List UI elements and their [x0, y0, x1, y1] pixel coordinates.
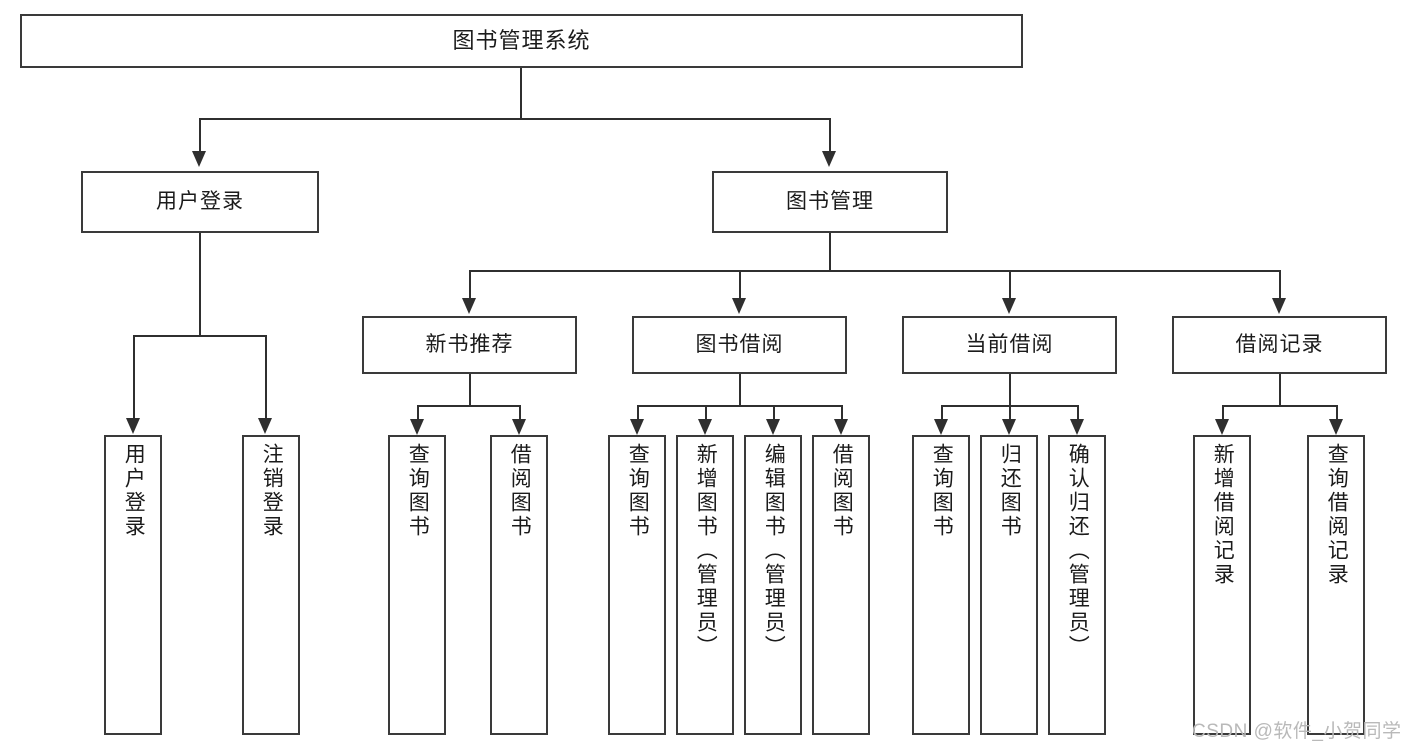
connector-user-login-to-leaf-2 — [265, 335, 267, 418]
arrowhead-root-to-book-mgmt — [822, 151, 836, 167]
connector-current-borrow-to-leaf-2 — [1009, 405, 1011, 421]
connector-user-login-to-leaf-1 — [133, 335, 135, 418]
node-label: 图书管理 — [786, 189, 874, 213]
leaf-label: 确认归还（管理员） — [1066, 443, 1090, 659]
connector-borrow-record-to-leaf-2 — [1336, 405, 1338, 421]
connector-current-borrow-stem — [1009, 374, 1011, 405]
arrowhead-book-mgmt-current — [1002, 298, 1016, 314]
leaf-user-login-login[interactable]: 用户登录 — [104, 435, 162, 735]
leaf-current-borrow-query-books[interactable]: 查询图书 — [912, 435, 970, 735]
connector-root-to-book-mgmt — [829, 118, 831, 151]
leaf-current-borrow-return-books[interactable]: 归还图书 — [980, 435, 1038, 735]
leaf-label: 编辑图书（管理员） — [762, 443, 786, 659]
connector-new-book-stem — [469, 374, 471, 405]
arrowhead-book-borrow-leaf-4 — [834, 419, 848, 435]
leaf-label: 新增图书（管理员） — [694, 443, 718, 659]
connector-root-bus — [199, 118, 831, 120]
leaf-borrow-record-add-record[interactable]: 新增借阅记录 — [1193, 435, 1251, 735]
connector-user-login-bus — [133, 335, 266, 337]
arrowhead-book-mgmt-record — [1272, 298, 1286, 314]
arrowhead-book-borrow-leaf-1 — [630, 419, 644, 435]
leaf-label: 注销登录 — [260, 443, 284, 539]
leaf-book-borrow-borrow-books[interactable]: 借阅图书 — [812, 435, 870, 735]
node-label: 图书管理系统 — [452, 28, 591, 54]
connector-book-mgmt-to-borrow — [739, 270, 741, 298]
arrowhead-root-to-user-login — [192, 151, 206, 167]
arrowhead-current-borrow-leaf-2 — [1002, 419, 1016, 435]
node-current-borrow[interactable]: 当前借阅 — [902, 316, 1117, 374]
leaf-new-book-query-books[interactable]: 查询图书 — [388, 435, 446, 735]
leaf-label: 查询图书 — [626, 443, 650, 539]
leaf-label: 借阅图书 — [508, 443, 532, 539]
leaf-borrow-record-query-record[interactable]: 查询借阅记录 — [1307, 435, 1365, 735]
arrowhead-user-login-leaf-2 — [258, 418, 272, 434]
arrowhead-book-borrow-leaf-2 — [698, 419, 712, 435]
connector-book-mgmt-to-current — [1009, 270, 1011, 298]
arrowhead-new-book-leaf-2 — [512, 419, 526, 435]
leaf-book-borrow-edit-book-admin[interactable]: 编辑图书（管理员） — [744, 435, 802, 735]
leaf-current-borrow-confirm-return-admin[interactable]: 确认归还（管理员） — [1048, 435, 1106, 735]
connector-new-book-bus — [417, 405, 521, 407]
connector-current-borrow-to-leaf-1 — [941, 405, 943, 421]
leaf-book-borrow-query-books[interactable]: 查询图书 — [608, 435, 666, 735]
leaf-label: 借阅图书 — [830, 443, 854, 539]
leaf-label: 查询图书 — [406, 443, 430, 539]
node-book-management[interactable]: 图书管理 — [712, 171, 948, 233]
leaf-user-login-logout[interactable]: 注销登录 — [242, 435, 300, 735]
leaf-label: 用户登录 — [122, 443, 146, 539]
leaf-label: 查询图书 — [930, 443, 954, 539]
connector-root-to-user-login — [199, 118, 201, 151]
connector-book-mgmt-to-new-book — [469, 270, 471, 298]
connector-book-borrow-to-leaf-3 — [773, 405, 775, 421]
connector-new-book-to-leaf-1 — [417, 405, 419, 421]
node-new-book-recommend[interactable]: 新书推荐 — [362, 316, 577, 374]
leaf-label: 归还图书 — [998, 443, 1022, 539]
connector-book-borrow-to-leaf-1 — [637, 405, 639, 421]
leaf-book-borrow-add-book-admin[interactable]: 新增图书（管理员） — [676, 435, 734, 735]
leaf-new-book-borrow-books[interactable]: 借阅图书 — [490, 435, 548, 735]
node-root-system[interactable]: 图书管理系统 — [20, 14, 1023, 68]
connector-borrow-record-to-leaf-1 — [1222, 405, 1224, 421]
arrowhead-book-mgmt-new-book — [462, 298, 476, 314]
node-label: 新书推荐 — [425, 332, 514, 356]
node-user-login[interactable]: 用户登录 — [81, 171, 319, 233]
connector-book-borrow-to-leaf-4 — [841, 405, 843, 421]
arrowhead-new-book-leaf-1 — [410, 419, 424, 435]
node-label: 图书借阅 — [695, 332, 784, 356]
connector-current-borrow-to-leaf-3 — [1077, 405, 1079, 421]
connector-borrow-record-stem — [1279, 374, 1281, 405]
leaf-label: 新增借阅记录 — [1211, 443, 1235, 587]
connector-book-borrow-stem — [739, 374, 741, 405]
arrowhead-borrow-record-leaf-2 — [1329, 419, 1343, 435]
arrowhead-current-borrow-leaf-3 — [1070, 419, 1084, 435]
connector-root-stem — [520, 68, 522, 118]
node-book-borrow[interactable]: 图书借阅 — [632, 316, 847, 374]
connector-book-mgmt-stem — [829, 233, 831, 270]
connector-new-book-to-leaf-2 — [519, 405, 521, 421]
connector-user-login-stem — [199, 233, 201, 335]
connector-book-borrow-to-leaf-2 — [705, 405, 707, 421]
connector-book-borrow-bus — [637, 405, 841, 407]
arrowhead-user-login-leaf-1 — [126, 418, 140, 434]
leaf-label: 查询借阅记录 — [1325, 443, 1349, 587]
node-borrow-record[interactable]: 借阅记录 — [1172, 316, 1387, 374]
arrowhead-current-borrow-leaf-1 — [934, 419, 948, 435]
node-label: 当前借阅 — [965, 332, 1054, 356]
arrowhead-borrow-record-leaf-1 — [1215, 419, 1229, 435]
node-label: 借阅记录 — [1235, 332, 1324, 356]
arrowhead-book-mgmt-borrow — [732, 298, 746, 314]
connector-borrow-record-bus — [1222, 405, 1338, 407]
node-label: 用户登录 — [156, 189, 244, 213]
connector-book-mgmt-bus — [469, 270, 1281, 272]
connector-book-mgmt-to-record — [1279, 270, 1281, 298]
arrowhead-book-borrow-leaf-3 — [766, 419, 780, 435]
